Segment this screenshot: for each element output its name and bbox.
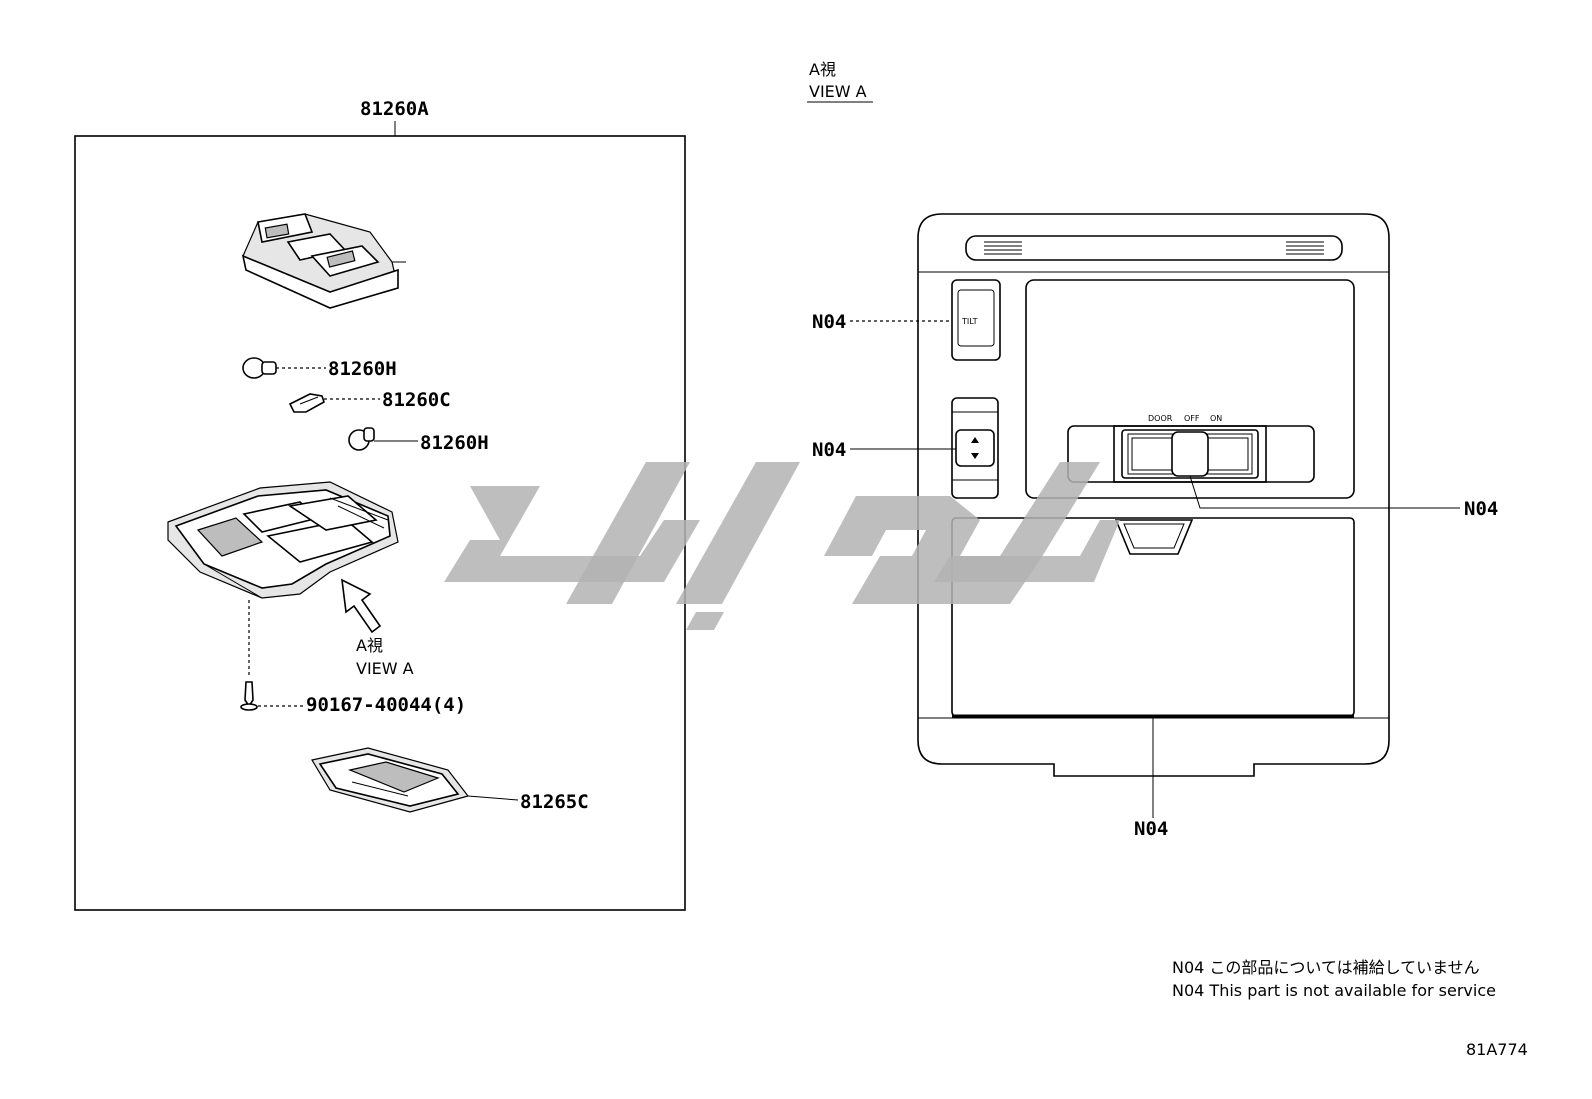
tilt-text: TILT <box>961 317 978 326</box>
service-notes: N04 この部品については補給していません N04 This part is n… <box>1172 958 1496 1000</box>
tilt-switch: TILT <box>951 279 1001 361</box>
slide-label-on: ON <box>1210 414 1222 423</box>
callout-tilt: N04 <box>812 311 952 333</box>
vent-right <box>1286 241 1324 255</box>
console-view: TILT DOOR OFF ON <box>917 213 1390 777</box>
view-a-arrow: A視 VIEW A <box>341 578 414 678</box>
callout-bottom: N04 <box>1134 716 1168 840</box>
note-jp: N04 この部品については補給していません <box>1172 958 1480 977</box>
bulb-3-part: 81260H <box>348 427 489 454</box>
updown-switch <box>951 397 999 499</box>
part-label-81260C: 81260C <box>382 389 451 411</box>
view-a-left-en: VIEW A <box>356 659 414 678</box>
view-a-top-en: VIEW A <box>809 82 867 101</box>
screw-part: 90167-40044(4) <box>240 600 466 716</box>
part-label-81260H-1: 81260H <box>328 358 397 380</box>
callout-slide: N04 <box>1189 475 1498 520</box>
callout-slide-label: N04 <box>1464 498 1498 520</box>
callout-updown-label: N04 <box>812 439 846 461</box>
view-a-heading: A視 VIEW A <box>807 60 873 103</box>
part-label-screw: 90167-40044(4) <box>306 694 466 716</box>
view-a-top-jp: A視 <box>809 60 836 79</box>
slide-label-door: DOOR <box>1148 414 1173 423</box>
assembly-label: 81260A <box>360 98 429 120</box>
switch-housing-part <box>241 213 406 309</box>
part-label-81265C: 81265C <box>520 791 589 813</box>
part-label-81260H-2: 81260H <box>420 432 489 454</box>
drawing-number: 81A774 <box>1466 1040 1528 1059</box>
base-housing-part <box>167 481 399 599</box>
callout-bottom-label: N04 <box>1134 818 1168 840</box>
watermark-logo <box>444 462 1120 630</box>
bulb-1-part: 81260H <box>242 357 397 380</box>
lens-part: 81265C <box>311 747 589 813</box>
bulb-2-part: 81260C <box>288 389 451 413</box>
vent-left <box>984 241 1022 255</box>
note-en: N04 This part is not available for servi… <box>1172 981 1496 1000</box>
view-a-left-jp: A視 <box>356 636 383 655</box>
upper-panel <box>1025 279 1355 499</box>
slide-label-off: OFF <box>1184 414 1200 423</box>
callout-updown: N04 <box>812 439 956 461</box>
slide-switch: DOOR OFF ON <box>1067 414 1315 483</box>
callout-tilt-label: N04 <box>812 311 846 333</box>
